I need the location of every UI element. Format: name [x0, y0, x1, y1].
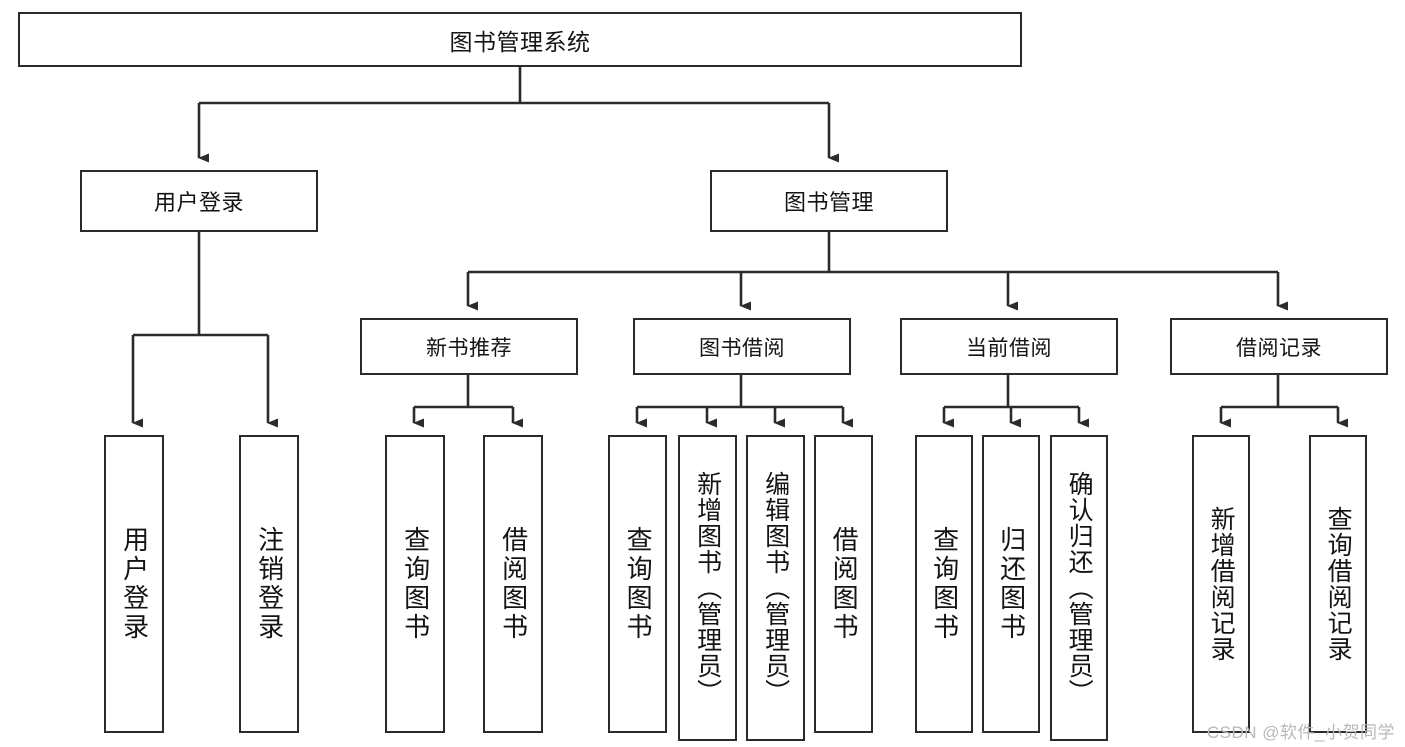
- node-label: 确认归还（管理员）: [1065, 471, 1094, 705]
- node-label: 借阅记录: [1236, 336, 1322, 360]
- node-label: 查询图书: [623, 526, 654, 642]
- node-user-login[interactable]: 用户登录: [80, 170, 318, 232]
- node-label: 当前借阅: [966, 336, 1052, 360]
- node-label: 图书管理系统: [449, 28, 591, 55]
- node-borrow-record[interactable]: 借阅记录: [1170, 318, 1388, 375]
- node-label: 注销登录: [254, 526, 285, 642]
- node-leaf-confirm-return[interactable]: 确认归还（管理员）: [1050, 435, 1108, 741]
- node-leaf-user-login[interactable]: 用户登录: [104, 435, 164, 733]
- node-leaf-query-book-1[interactable]: 查询图书: [385, 435, 445, 733]
- node-new-book-recommend[interactable]: 新书推荐: [360, 318, 578, 375]
- node-book-borrow[interactable]: 图书借阅: [633, 318, 851, 375]
- node-label: 新书推荐: [426, 336, 512, 360]
- node-label: 借阅图书: [829, 526, 860, 642]
- node-label: 编辑图书（管理员）: [761, 471, 790, 705]
- node-book-manage[interactable]: 图书管理: [710, 170, 948, 232]
- node-label: 归还图书: [996, 526, 1027, 642]
- node-label: 借阅图书: [498, 526, 529, 642]
- node-label: 用户登录: [153, 190, 244, 215]
- node-label: 图书借阅: [699, 336, 785, 360]
- node-label: 新增借阅记录: [1207, 506, 1236, 662]
- node-label: 用户登录: [119, 526, 150, 642]
- node-label: 查询图书: [929, 526, 960, 642]
- node-label: 查询借阅记录: [1324, 506, 1353, 662]
- node-leaf-borrow-book-1[interactable]: 借阅图书: [483, 435, 543, 733]
- node-current-borrow[interactable]: 当前借阅: [900, 318, 1118, 375]
- node-label: 图书管理: [783, 190, 874, 215]
- node-leaf-add-book[interactable]: 新增图书（管理员）: [678, 435, 737, 741]
- node-leaf-query-book-3[interactable]: 查询图书: [915, 435, 973, 733]
- node-leaf-add-record[interactable]: 新增借阅记录: [1192, 435, 1250, 733]
- node-label: 查询图书: [400, 526, 431, 642]
- node-root-system[interactable]: 图书管理系统: [18, 12, 1022, 67]
- node-leaf-borrow-book-2[interactable]: 借阅图书: [814, 435, 873, 733]
- node-leaf-query-book-2[interactable]: 查询图书: [608, 435, 667, 733]
- node-leaf-return-book[interactable]: 归还图书: [982, 435, 1040, 733]
- watermark-text: CSDN @软件_小贺同学: [1206, 723, 1395, 742]
- node-label: 新增图书（管理员）: [693, 471, 722, 705]
- node-leaf-logout[interactable]: 注销登录: [239, 435, 299, 733]
- node-leaf-edit-book[interactable]: 编辑图书（管理员）: [746, 435, 805, 741]
- node-leaf-query-record[interactable]: 查询借阅记录: [1309, 435, 1367, 733]
